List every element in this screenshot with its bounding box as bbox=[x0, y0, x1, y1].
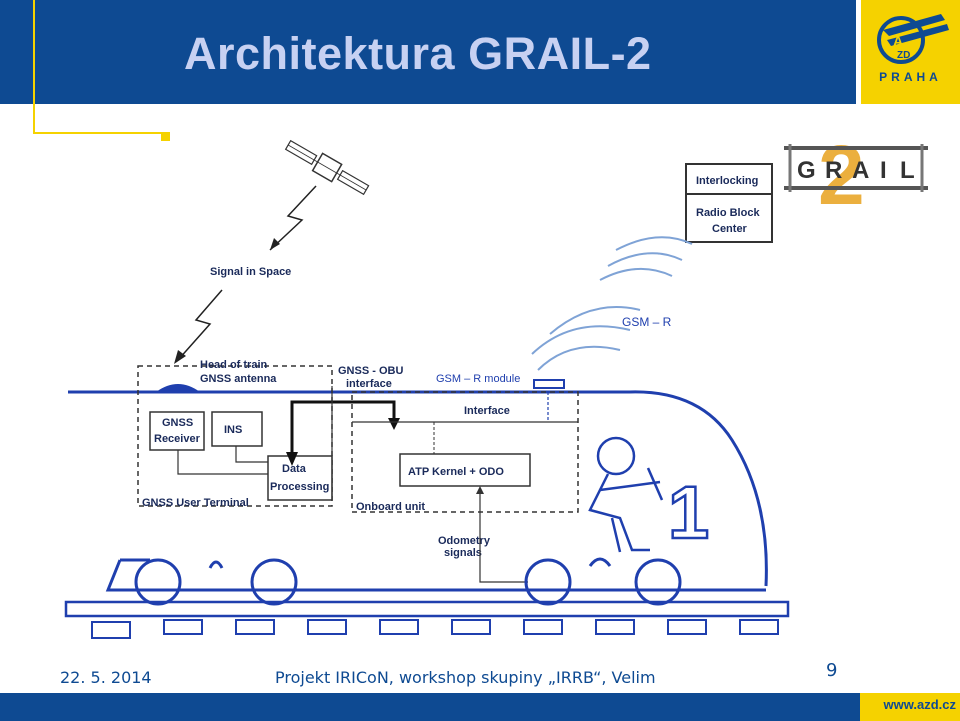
label-data: Data bbox=[282, 463, 307, 475]
label-signal-in-space: Signal in Space bbox=[210, 266, 291, 278]
label-rbc-line1: Radio Block bbox=[696, 207, 760, 219]
label-head-of-train-1: Head of train bbox=[200, 359, 268, 371]
grail-architecture-diagram: 2 G R A I L Signal in Space Interlocking… bbox=[64, 128, 930, 639]
label-processing: Processing bbox=[270, 481, 329, 493]
label-ins: INS bbox=[224, 424, 242, 436]
label-gnss-user-terminal: GNSS User Terminal bbox=[142, 497, 249, 509]
grail-logo-letter: R bbox=[825, 157, 842, 184]
svg-text:A: A bbox=[893, 33, 903, 49]
footer-url-box bbox=[860, 693, 960, 721]
label-gnss: GNSS bbox=[162, 417, 193, 429]
slide-header: Architektura GRAIL-2 bbox=[0, 0, 856, 104]
grail-logo-letter: I bbox=[880, 157, 887, 184]
label-interlocking: Interlocking bbox=[696, 175, 758, 187]
svg-text:ZD: ZD bbox=[897, 50, 910, 61]
label-gsmr-module: GSM – R module bbox=[436, 373, 520, 385]
data-processing-box bbox=[267, 455, 333, 501]
label-gnss-obu-2: interface bbox=[346, 378, 392, 390]
sleepers bbox=[91, 619, 779, 639]
footer-date: 22. 5. 2014 bbox=[60, 668, 152, 687]
footer-project: Projekt IRICoN, workshop skupiny „IRRB“,… bbox=[275, 668, 656, 687]
yellow-accent-vertical bbox=[33, 0, 35, 134]
gsmr-wave-icon bbox=[531, 236, 693, 371]
logo-praha-text: PRAHA bbox=[879, 70, 942, 84]
gnss-receiver-box bbox=[149, 411, 205, 451]
footer-url: www.azd.cz bbox=[883, 697, 956, 712]
yellow-accent-horizontal bbox=[33, 132, 163, 134]
grail-2-logo: 2 G R A I L bbox=[782, 128, 930, 222]
label-head-of-train-2: GNSS antenna bbox=[200, 373, 277, 385]
label-odometry-1: Odometry bbox=[438, 535, 491, 547]
atp-kernel-box bbox=[399, 453, 531, 487]
driver-icon bbox=[588, 436, 664, 553]
grail-logo-letter: G bbox=[797, 157, 816, 184]
label-cab-number: 1 bbox=[668, 471, 709, 554]
label-odometry-2: signals bbox=[444, 547, 482, 559]
satellite-icon bbox=[284, 139, 370, 196]
footer-bar bbox=[0, 693, 960, 721]
label-atp-kernel: ATP Kernel + ODO bbox=[408, 466, 504, 478]
onboard-unit-box bbox=[351, 391, 579, 513]
signal-bolt-lower bbox=[177, 289, 223, 361]
label-receiver: Receiver bbox=[154, 433, 201, 445]
grail-logo-number: 2 bbox=[818, 128, 865, 222]
train-wheels bbox=[134, 557, 682, 606]
azd-emblem-icon: A ZD bbox=[877, 14, 949, 64]
label-onboard-unit: Onboard unit bbox=[356, 501, 425, 513]
grail-logo-letter: A bbox=[852, 157, 869, 184]
page-number: 9 bbox=[826, 660, 838, 681]
label-rbc-line2: Center bbox=[712, 223, 748, 235]
signal-bolt-upper bbox=[269, 185, 317, 251]
azd-logo: A ZD PRAHA bbox=[861, 0, 960, 104]
ins-box bbox=[211, 411, 263, 447]
gnss-antenna-icon bbox=[156, 384, 200, 392]
slide-title: Architektura GRAIL-2 bbox=[184, 28, 652, 79]
interlocking-rbc-box: Interlocking Radio Block Center bbox=[685, 163, 773, 243]
label-gsmr: GSM – R bbox=[622, 315, 672, 329]
label-gnss-obu-1: GNSS - OBU bbox=[338, 365, 403, 377]
yellow-accent-square bbox=[161, 132, 170, 141]
label-interface: Interface bbox=[464, 405, 510, 417]
grail-logo-letter: L bbox=[900, 157, 915, 184]
rail bbox=[64, 600, 790, 618]
